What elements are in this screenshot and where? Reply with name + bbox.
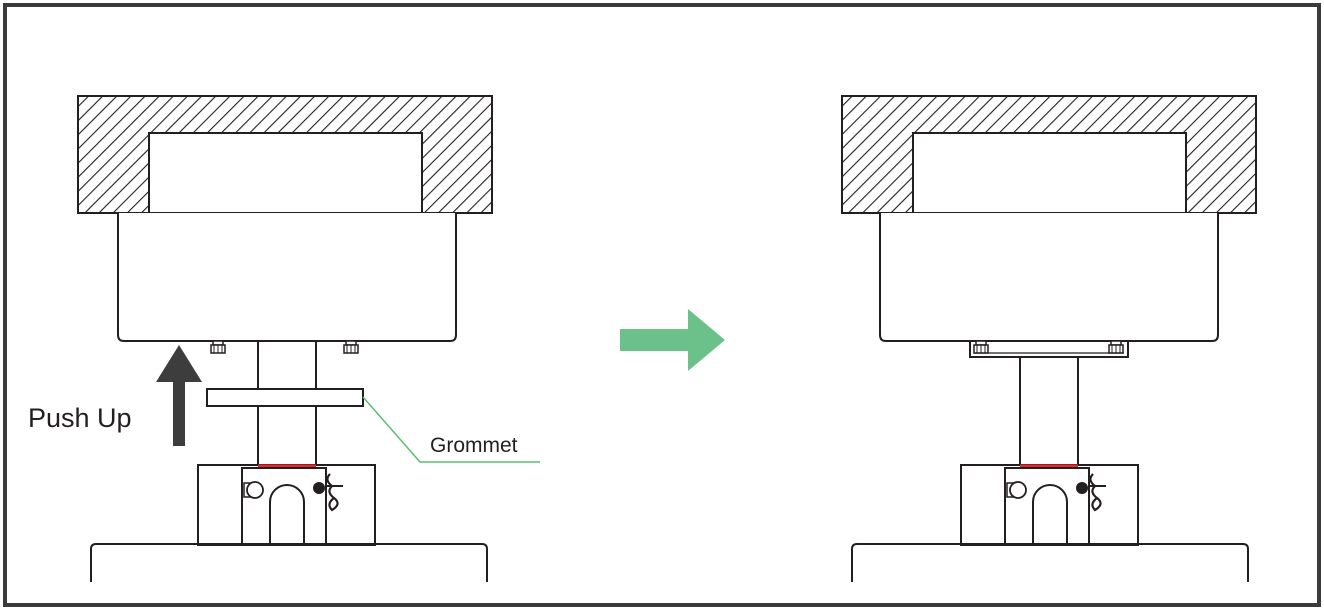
push-up-arrow-icon	[156, 345, 202, 446]
grommet-label: Grommet	[430, 434, 518, 457]
lock-screw-icon	[1076, 473, 1106, 512]
ceiling-block	[77, 95, 493, 214]
grommet-leader-line	[362, 396, 540, 463]
panel-before: Grommet Push Up	[28, 95, 540, 582]
base-box	[851, 543, 1249, 582]
bracket-plate	[1004, 467, 1090, 546]
screw-icon	[343, 340, 359, 354]
slot-icon	[1032, 484, 1068, 545]
slot-icon	[269, 484, 305, 545]
bracket-plate	[241, 467, 327, 546]
diagram-frame	[3, 3, 1321, 607]
lock-screw-icon	[313, 473, 343, 512]
screw-icon	[210, 340, 226, 354]
canopy-box	[117, 213, 457, 342]
push-up-label: Push Up	[28, 403, 132, 433]
base-box	[90, 543, 488, 582]
ceiling-block	[841, 95, 1257, 214]
screw-icon	[1108, 340, 1124, 354]
thumb-screw-icon	[1006, 481, 1027, 499]
thumb-screw-icon	[243, 481, 264, 499]
grommet-ring	[206, 388, 364, 407]
screw-icon	[973, 340, 989, 354]
canopy-box	[879, 213, 1219, 342]
next-step-arrow-icon	[620, 309, 725, 371]
panel-after	[841, 95, 1257, 582]
grommet-seated	[969, 340, 1129, 358]
